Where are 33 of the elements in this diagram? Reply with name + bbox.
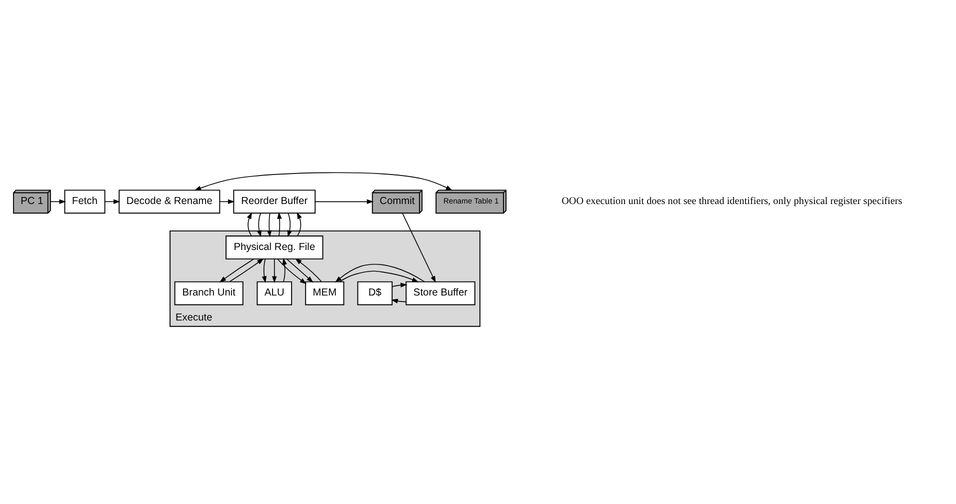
node-box: Branch Unit [174, 281, 243, 306]
arrow [286, 258, 313, 283]
arrow [296, 212, 302, 236]
node-box: Store Buffer [405, 281, 475, 306]
arrow [218, 199, 234, 204]
arrow [261, 258, 266, 283]
arrow [286, 212, 292, 238]
arrow [50, 199, 66, 204]
arrow [218, 258, 254, 282]
node-box: D$ [356, 281, 392, 306]
arrow [334, 264, 424, 283]
node-box: MEM [304, 281, 344, 306]
node-box: Physical Reg. File [225, 236, 323, 260]
arrow [314, 199, 374, 204]
node-box: Decode & Rename [118, 190, 220, 214]
arrow [104, 199, 120, 204]
arrow [402, 212, 436, 283]
arrow [256, 212, 261, 238]
arrow [266, 212, 272, 238]
label: OOO execution unit does not see thread identifiers, only physical register specifiers [561, 196, 902, 208]
arrow [272, 258, 276, 283]
arrow [246, 212, 252, 236]
arrow [282, 258, 286, 282]
arrow [194, 172, 452, 191]
arrow [228, 258, 264, 282]
node-box: Reorder Buffer [232, 190, 316, 214]
arrow [276, 258, 306, 284]
arrow [338, 270, 418, 282]
arrow [276, 212, 282, 236]
arrow [294, 258, 322, 282]
arrow [391, 282, 407, 288]
node-box: Fetch [64, 190, 105, 214]
node-box: ALU [256, 281, 292, 306]
